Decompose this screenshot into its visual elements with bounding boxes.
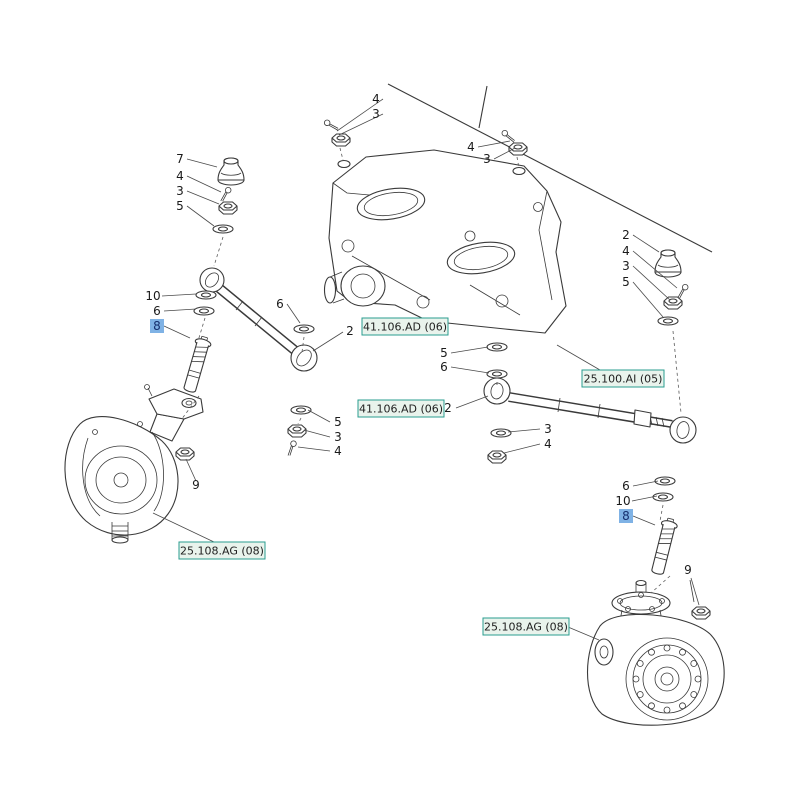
callout-number-2: 2 [622, 228, 630, 242]
callout-highlight [150, 319, 164, 333]
callout-number-10: 10 [145, 289, 160, 303]
callout-number-4: 4 [176, 169, 184, 183]
steering-knuckle-right [587, 579, 725, 726]
callout-number-9: 9 [192, 478, 200, 492]
callout-number-4: 4 [544, 437, 552, 451]
nut-part [487, 450, 507, 464]
washer-part [486, 342, 508, 352]
washer-part [293, 324, 315, 334]
callout-number-3: 3 [176, 184, 184, 198]
hub-bolt-ring [632, 644, 702, 714]
callout-number-5: 5 [334, 415, 342, 429]
washer-part [657, 316, 679, 326]
callout-number-2: 2 [444, 401, 452, 415]
callout-number-3: 3 [622, 259, 630, 273]
callout-leader-lines [152, 98, 700, 641]
nut-part [287, 424, 307, 438]
callout-number-6: 6 [440, 360, 448, 374]
callout-number-2: 2 [346, 324, 354, 338]
callout-number-3: 3 [483, 152, 491, 166]
frame-reference-line [387, 83, 713, 253]
axle-support-housing [323, 149, 567, 334]
ref-label-text: 25.100.AI (05) [584, 373, 663, 386]
callout-number-9: 9 [684, 563, 692, 577]
callout-number-4: 4 [334, 444, 342, 458]
cotter-pin [322, 118, 340, 134]
reference-labels: 41.106.AD (06) 25.100.AI (05) 41.106.AD (0… [178, 317, 665, 636]
ref-label[interactable]: 41.106.AD (06) [357, 399, 445, 418]
ref-label[interactable]: 25.108.AG (08) [178, 541, 266, 560]
callout-number-5: 5 [440, 346, 448, 360]
callout-highlight [619, 509, 633, 523]
nut-part [663, 296, 683, 310]
callout-number-8[interactable]: 8 [153, 319, 161, 333]
washer-part [195, 290, 217, 300]
ref-label-box[interactable] [361, 317, 449, 336]
callout-number-5: 5 [622, 275, 630, 289]
nut-part [175, 447, 195, 461]
callout-number-5: 5 [176, 199, 184, 213]
callout-number-7: 7 [176, 152, 184, 166]
callout-number-6: 6 [276, 297, 284, 311]
ref-label-text: 41.106.AD (06) [363, 321, 447, 334]
callout-number-6: 6 [153, 304, 161, 318]
nut-part [331, 133, 351, 147]
tie-rod-left [199, 267, 318, 372]
callout-number-3: 3 [544, 422, 552, 436]
washer-part [212, 224, 234, 234]
nut-part [508, 142, 528, 156]
cotter-pin [284, 439, 298, 457]
cotter-pin [217, 185, 233, 203]
kingpin-shaft [648, 516, 680, 577]
ref-label-box[interactable] [178, 541, 266, 560]
ref-label[interactable]: 25.100.AI (05) [581, 369, 665, 388]
ref-label-box[interactable] [482, 617, 570, 636]
callout-number-8[interactable]: 8 [622, 509, 630, 523]
callout-number-10: 10 [615, 494, 630, 508]
boot-part [217, 157, 245, 186]
nut-part [218, 201, 238, 215]
ref-label[interactable]: 25.108.AG (08) [482, 617, 570, 636]
washer-part [490, 428, 512, 438]
ref-label-text: 41.106.AD (06) [359, 403, 443, 416]
nut-part [691, 606, 711, 620]
callout-number-3: 3 [334, 430, 342, 444]
callout-number-4: 4 [622, 244, 630, 258]
kingpin-shaft [180, 334, 213, 395]
callout-number-3: 3 [372, 107, 380, 121]
washer-part [652, 492, 674, 502]
callout-number-4: 4 [467, 140, 475, 154]
ref-label-text: 25.108.AG (08) [180, 545, 264, 558]
callout-number-4: 4 [372, 92, 380, 106]
ref-label-box[interactable] [357, 399, 445, 418]
tie-rod-right [483, 377, 697, 444]
ref-label-text: 25.108.AG (08) [484, 621, 568, 634]
ref-label-box[interactable] [581, 369, 665, 388]
ref-label[interactable]: 41.106.AD (06) [361, 317, 449, 336]
callout-number-6: 6 [622, 479, 630, 493]
assembly-axis-lines [180, 147, 682, 594]
washer-part [193, 306, 215, 316]
washer-part [486, 369, 508, 379]
steering-knuckle-left [64, 384, 204, 544]
